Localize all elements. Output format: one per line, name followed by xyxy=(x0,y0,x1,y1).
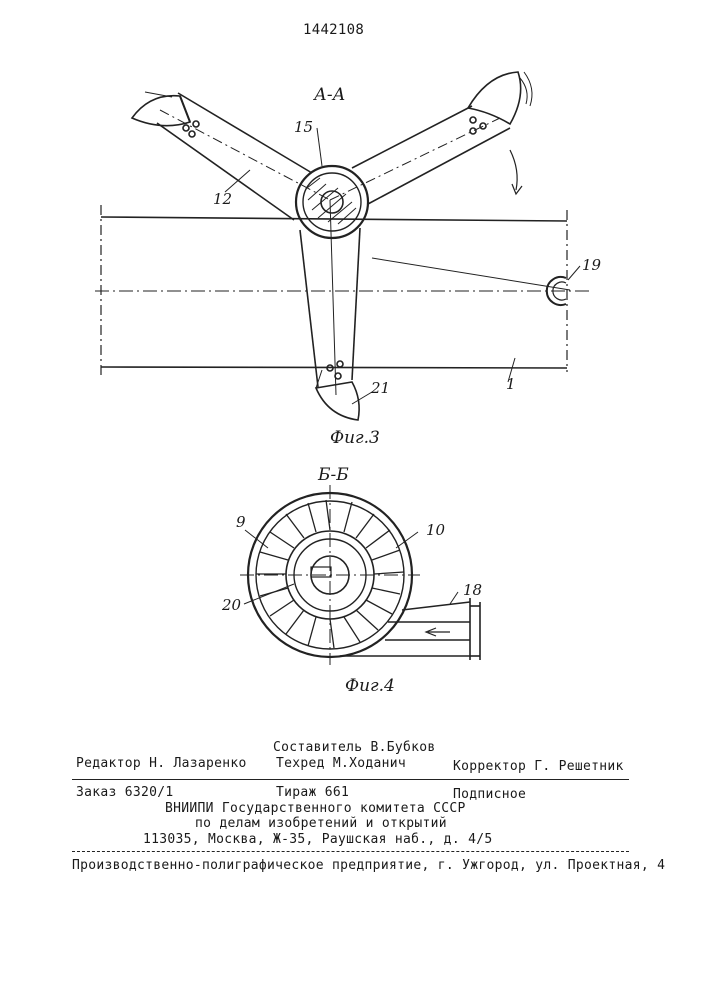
section-label-a-a: А-А xyxy=(314,85,346,105)
printer-line: Производственно-полиграфическое предприя… xyxy=(72,858,665,873)
organization-address: 113035, Москва, Ж-35, Раушская наб., д. … xyxy=(143,832,492,847)
ref-label-15: 15 xyxy=(294,118,313,136)
ref-label-1: 1 xyxy=(506,375,516,393)
patent-number: 1442108 xyxy=(303,22,364,38)
organization-line-1: ВНИИПИ Государственного комитета СССР xyxy=(165,801,466,816)
ref-label-20: 20 xyxy=(222,596,241,614)
footer-rule-bottom xyxy=(72,851,629,852)
compiler-line: Составитель В.Бубков xyxy=(273,740,436,755)
subscription-line: Подписное xyxy=(453,787,526,802)
ref-label-19: 19 xyxy=(582,256,601,274)
figure-4-caption: Фиг.4 xyxy=(345,676,395,696)
ref-label-18: 18 xyxy=(463,581,482,599)
hub xyxy=(296,166,368,238)
editor-line: Редактор Н. Лазаренко xyxy=(76,756,247,771)
bucket-right xyxy=(468,72,532,134)
corrector-line: Корректор Г. Решетник xyxy=(453,759,624,774)
ref-label-21: 21 xyxy=(371,379,390,397)
techred-line: Техред М.Ходанич xyxy=(276,756,406,771)
figure-3-caption: Фиг.3 xyxy=(330,428,380,448)
order-line: Заказ 6320/1 xyxy=(76,785,174,800)
footer-rule-top xyxy=(72,779,629,780)
circulation-line: Тираж 661 xyxy=(276,785,349,800)
rotation-arrow xyxy=(510,150,517,190)
section-label-b-b: Б-Б xyxy=(318,465,349,485)
tube-bottom-edge xyxy=(101,367,567,368)
organization-line-2: по делам изобретений и открытий xyxy=(195,816,447,831)
ref-label-10: 10 xyxy=(426,521,445,539)
ref-label-9: 9 xyxy=(236,513,246,531)
rotor-arms xyxy=(157,93,570,395)
ref-label-12: 12 xyxy=(213,190,232,208)
